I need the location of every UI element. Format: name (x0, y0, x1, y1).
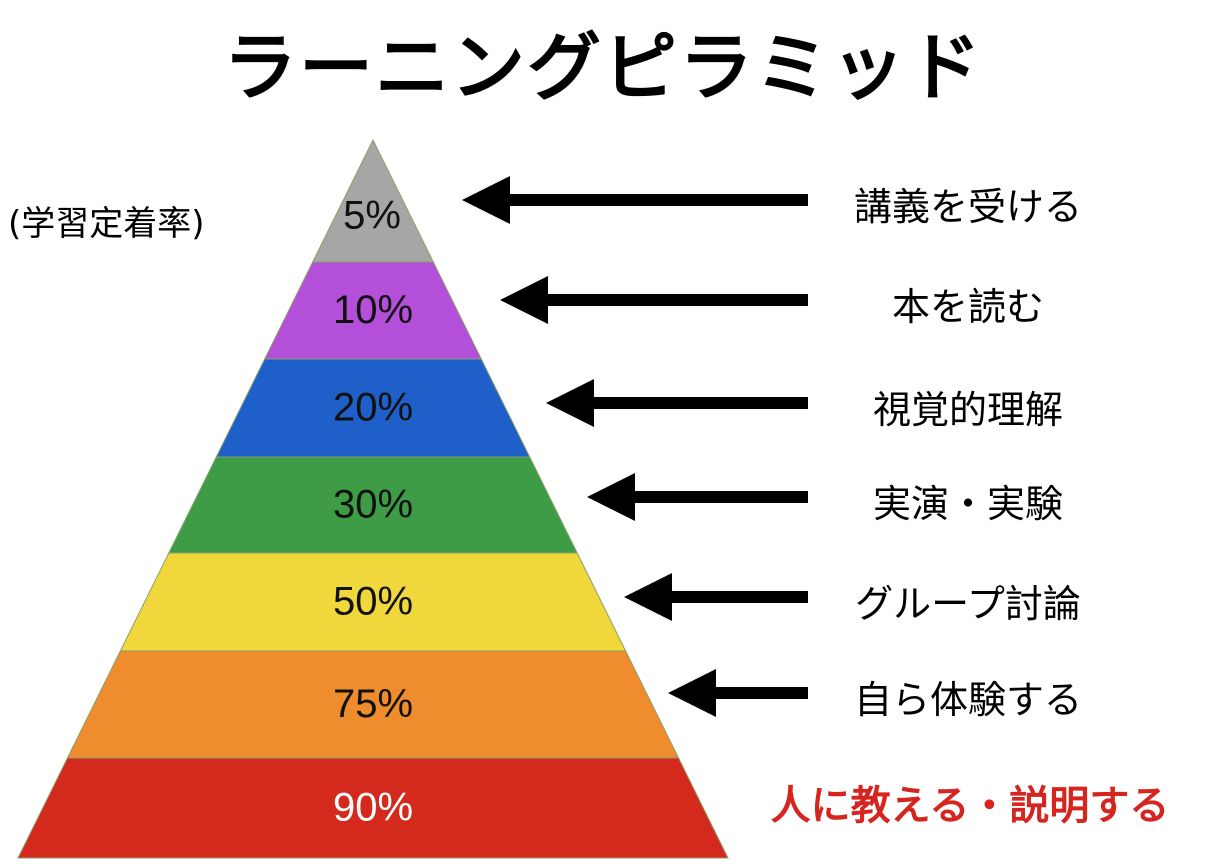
left-arrow-icon (462, 176, 808, 224)
left-arrow-icon (500, 276, 808, 324)
retention-rate-value: 10% (333, 288, 413, 332)
page-title: ラーニングピラミッド (223, 25, 983, 111)
activity-label: 視覚的理解 (872, 388, 1063, 432)
activity-label: 講義を受ける (853, 185, 1082, 229)
activity-label: グループ討論 (855, 582, 1081, 626)
activity-label: 自ら体験する (853, 678, 1082, 722)
retention-rate-value: 90% (333, 786, 413, 830)
retention-rate-value: 5% (343, 194, 401, 238)
retention-rate-label: (学習定着率) (8, 204, 205, 244)
activity-label: 実演・実験 (872, 482, 1063, 526)
pyramid-band (17, 757, 729, 859)
activity-label: 本を読む (891, 285, 1044, 329)
retention-rate-value: 30% (333, 483, 413, 527)
left-arrow-icon (624, 573, 808, 621)
retention-rate-value: 50% (333, 580, 413, 624)
left-arrow-icon (587, 473, 808, 521)
left-arrow-icon (668, 669, 808, 717)
left-arrow-icon (546, 379, 808, 427)
activity-label-highlight: 人に教える・説明する (770, 783, 1170, 829)
retention-rate-value: 75% (333, 682, 413, 726)
retention-rate-value: 20% (333, 386, 413, 430)
